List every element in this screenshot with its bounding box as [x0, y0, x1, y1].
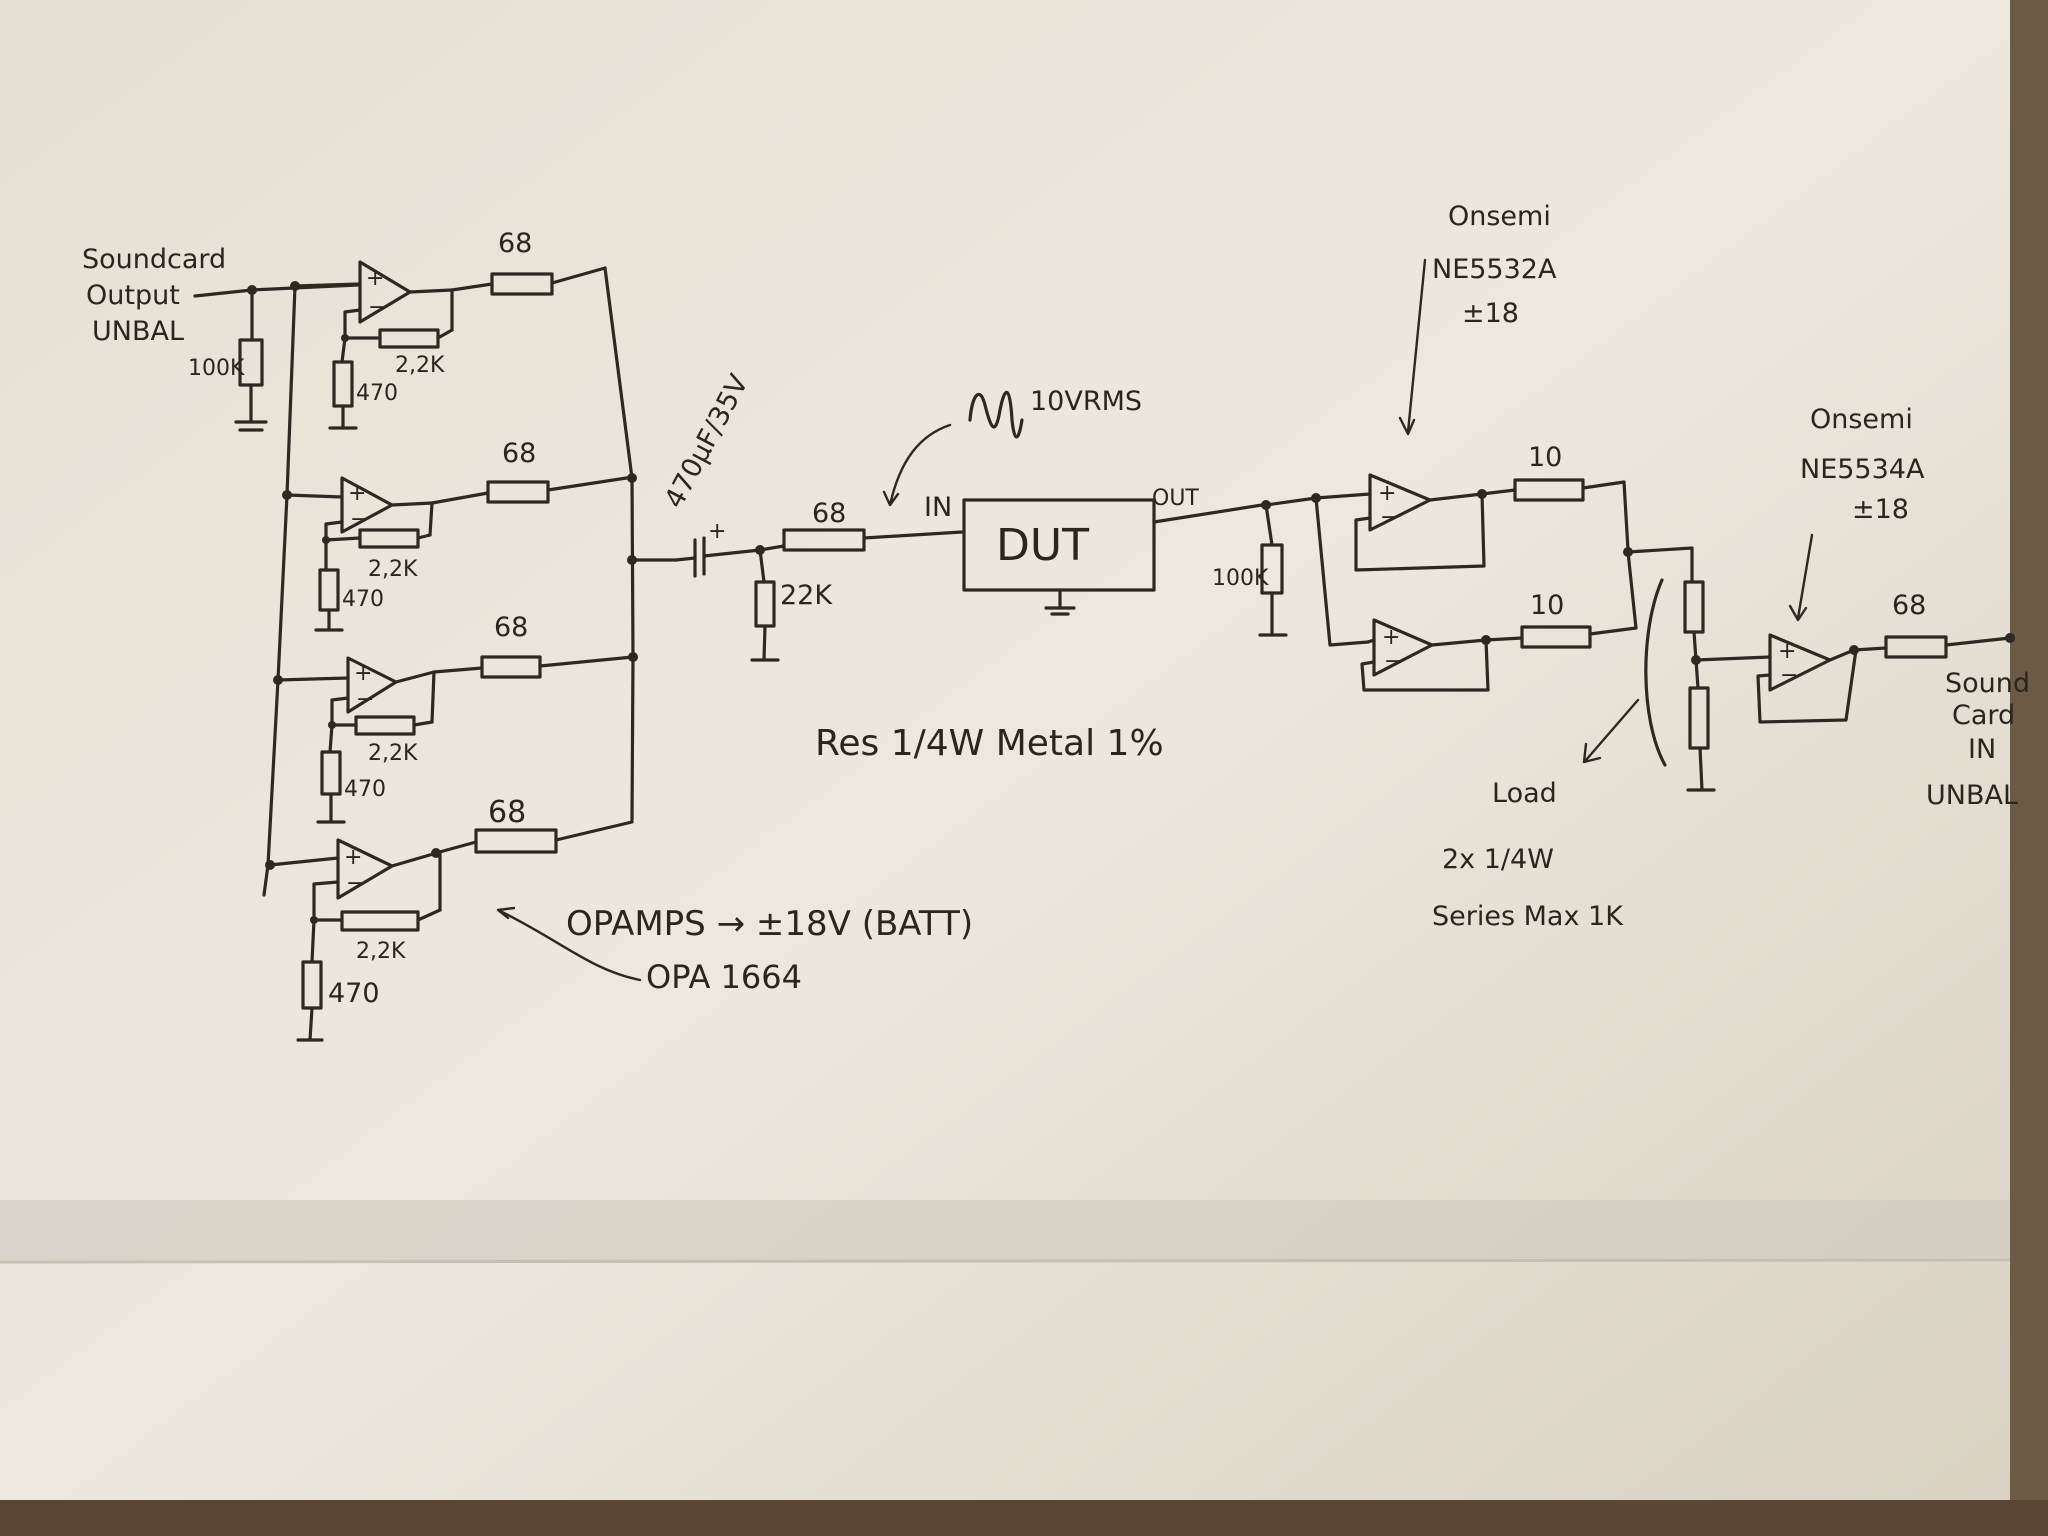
svg-text:−: − [1384, 649, 1402, 674]
dut-label: DUT [996, 520, 1089, 571]
buffer-opamp-symbol [1768, 633, 1832, 692]
opamp-2-series-resistor [486, 480, 550, 504]
svg-text:+: + [366, 266, 384, 291]
opamp-3-ground-value: 470 [344, 777, 386, 802]
load-note-line2: Series Max 1K [1432, 901, 1624, 932]
svg-text:−: − [1380, 505, 1398, 530]
input-resistor-value: 100K [188, 356, 245, 381]
svg-text:+: + [708, 519, 726, 544]
load-bracket [1644, 578, 1667, 767]
opamp-4-ground-value: 470 [328, 978, 380, 1009]
dut-out-label: OUT [1152, 486, 1199, 511]
svg-text:−: − [350, 507, 368, 532]
opamp-part-note: OPA 1664 [646, 958, 802, 996]
opamp-stage-2: + − 2,2K 470 68 [285, 438, 635, 632]
load-arrow [1582, 698, 1640, 764]
opamp-note: OPAMPS → ±18V (BATT) OPA 1664 [496, 904, 973, 996]
svg-text:+: + [1778, 639, 1796, 664]
svg-text:−: − [368, 295, 386, 320]
dut-in-label: IN [924, 492, 952, 523]
load-label: Load [1492, 778, 1557, 809]
coupling-series-resistor [782, 528, 866, 552]
opamp-1-feedback-value: 2,2K [395, 353, 445, 378]
opamp-4-series-value: 68 [488, 795, 526, 830]
paper-fold-line [0, 1258, 2011, 1264]
input-label-line2: Output [86, 280, 180, 311]
opamp-stage-3: + − 2,2K 470 68 [276, 612, 635, 824]
svg-text:+: + [348, 481, 366, 506]
table-edge [0, 1500, 2048, 1536]
load-output-resistor-b [1520, 625, 1592, 649]
resistor-note: Res 1/4W Metal 1% [815, 723, 1164, 764]
load-stage: 100K Onsemi NE5532A ±18 + − 10 + − 10 [1212, 201, 1716, 932]
input-label-line1: Soundcard [82, 244, 226, 275]
load-note-line1: 2x 1/4W [1442, 844, 1554, 875]
load-output-value-b: 10 [1530, 590, 1564, 621]
output-label-line3: IN [1968, 734, 1996, 765]
opamp-3-symbol [346, 656, 398, 714]
output-label-line1: Sound [1945, 668, 2030, 699]
output-label-line2: Card [1952, 700, 2015, 731]
output-buffer: Onsemi NE5534A ±18 + − 68 Sound Card IN … [1694, 404, 2030, 811]
load-input-value: 100K [1212, 566, 1269, 591]
load-output-resistor-a [1513, 478, 1585, 502]
buffer-opamp-supply: ±18 [1852, 494, 1909, 525]
opamp-stage-4: + − 2,2K 470 68 [268, 795, 634, 1042]
opamp-supply-note: OPAMPS → ±18V (BATT) [566, 904, 973, 944]
load-opamp-supply: ±18 [1462, 298, 1519, 329]
svg-text:+: + [354, 661, 372, 686]
buffer-series-resistor [1884, 635, 1948, 659]
dut-signal-label: 10VRMS [1030, 386, 1142, 417]
opamp-3-feedback-value: 2,2K [368, 741, 418, 766]
coupling-shunt-value: 22K [780, 580, 833, 611]
paper-fold-band [0, 1200, 2010, 1260]
buffer-opamp-part: NE5534A [1800, 454, 1925, 485]
svg-text:+: + [1378, 481, 1396, 506]
load-opamp-part: NE5532A [1432, 254, 1557, 285]
coupling-series-value: 68 [812, 498, 846, 529]
svg-text:+: + [344, 845, 362, 870]
load-opamp-b-symbol [1372, 618, 1434, 677]
load-opamp-vendor: Onsemi [1448, 201, 1551, 232]
svg-text:−: − [1780, 663, 1798, 688]
opamp-2-ground-value: 470 [342, 587, 384, 612]
dut-section: IN 10VRMS DUT OUT Res 1/4W Metal 1% [815, 386, 1264, 764]
buffer-opamp-vendor: Onsemi [1810, 404, 1913, 435]
opamp-4-feedback-value: 2,2K [356, 939, 406, 964]
opamp-2-feedback-value: 2,2K [368, 557, 418, 582]
opamp-1-symbol [358, 260, 412, 324]
dut-signal-wave [968, 390, 1024, 439]
output-label-line4: UNBAL [1926, 780, 2018, 811]
opamp-4-symbol [336, 838, 394, 900]
opamp-2-series-value: 68 [502, 438, 536, 469]
opamp-stage-1: + − 2,2K 470 68 [293, 228, 607, 430]
opamp-3-series-value: 68 [494, 612, 528, 643]
buffer-series-value: 68 [1892, 590, 1926, 621]
opamp-1-series-value: 68 [498, 228, 532, 259]
opamp-2-symbol [340, 476, 394, 534]
svg-text:+: + [1382, 625, 1400, 650]
svg-text:−: − [346, 871, 364, 896]
load-output-value-a: 10 [1528, 442, 1562, 473]
svg-text:−: − [356, 687, 374, 712]
input-label-line3: UNBAL [92, 316, 184, 347]
summing-bus [603, 266, 678, 822]
load-opamp-a-symbol [1368, 473, 1432, 532]
opamp-1-ground-value: 470 [356, 381, 398, 406]
